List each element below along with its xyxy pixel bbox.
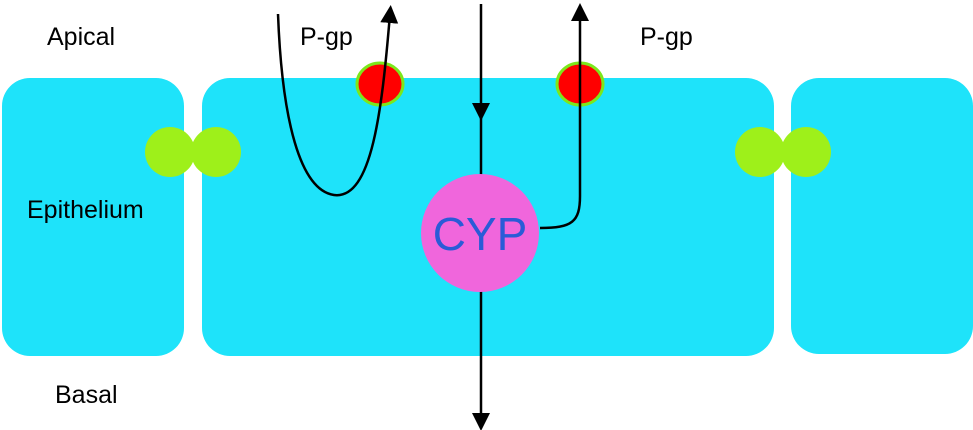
efflux-loop-arrow xyxy=(276,5,399,197)
apical-label: Apical xyxy=(47,23,115,51)
cyp-label: CYP xyxy=(433,208,528,260)
tight-junction-left-b-icon xyxy=(191,127,241,177)
tight-junction-right-b-icon xyxy=(781,127,831,177)
cyp-enzyme-icon xyxy=(421,174,539,292)
basal-label: Basal xyxy=(55,381,118,409)
tight-junction-left-a-icon xyxy=(145,127,195,177)
pgp-label-left: P-gp xyxy=(300,23,353,51)
tight-junction-right-a-icon xyxy=(735,127,785,177)
epithelial-cell-right xyxy=(791,78,973,354)
pgp-label-right: P-gp xyxy=(640,23,693,51)
epithelial-cell-left xyxy=(2,78,184,356)
epithelium-label: Epithelium xyxy=(27,196,144,224)
metabolite-efflux-arrow xyxy=(539,3,589,230)
